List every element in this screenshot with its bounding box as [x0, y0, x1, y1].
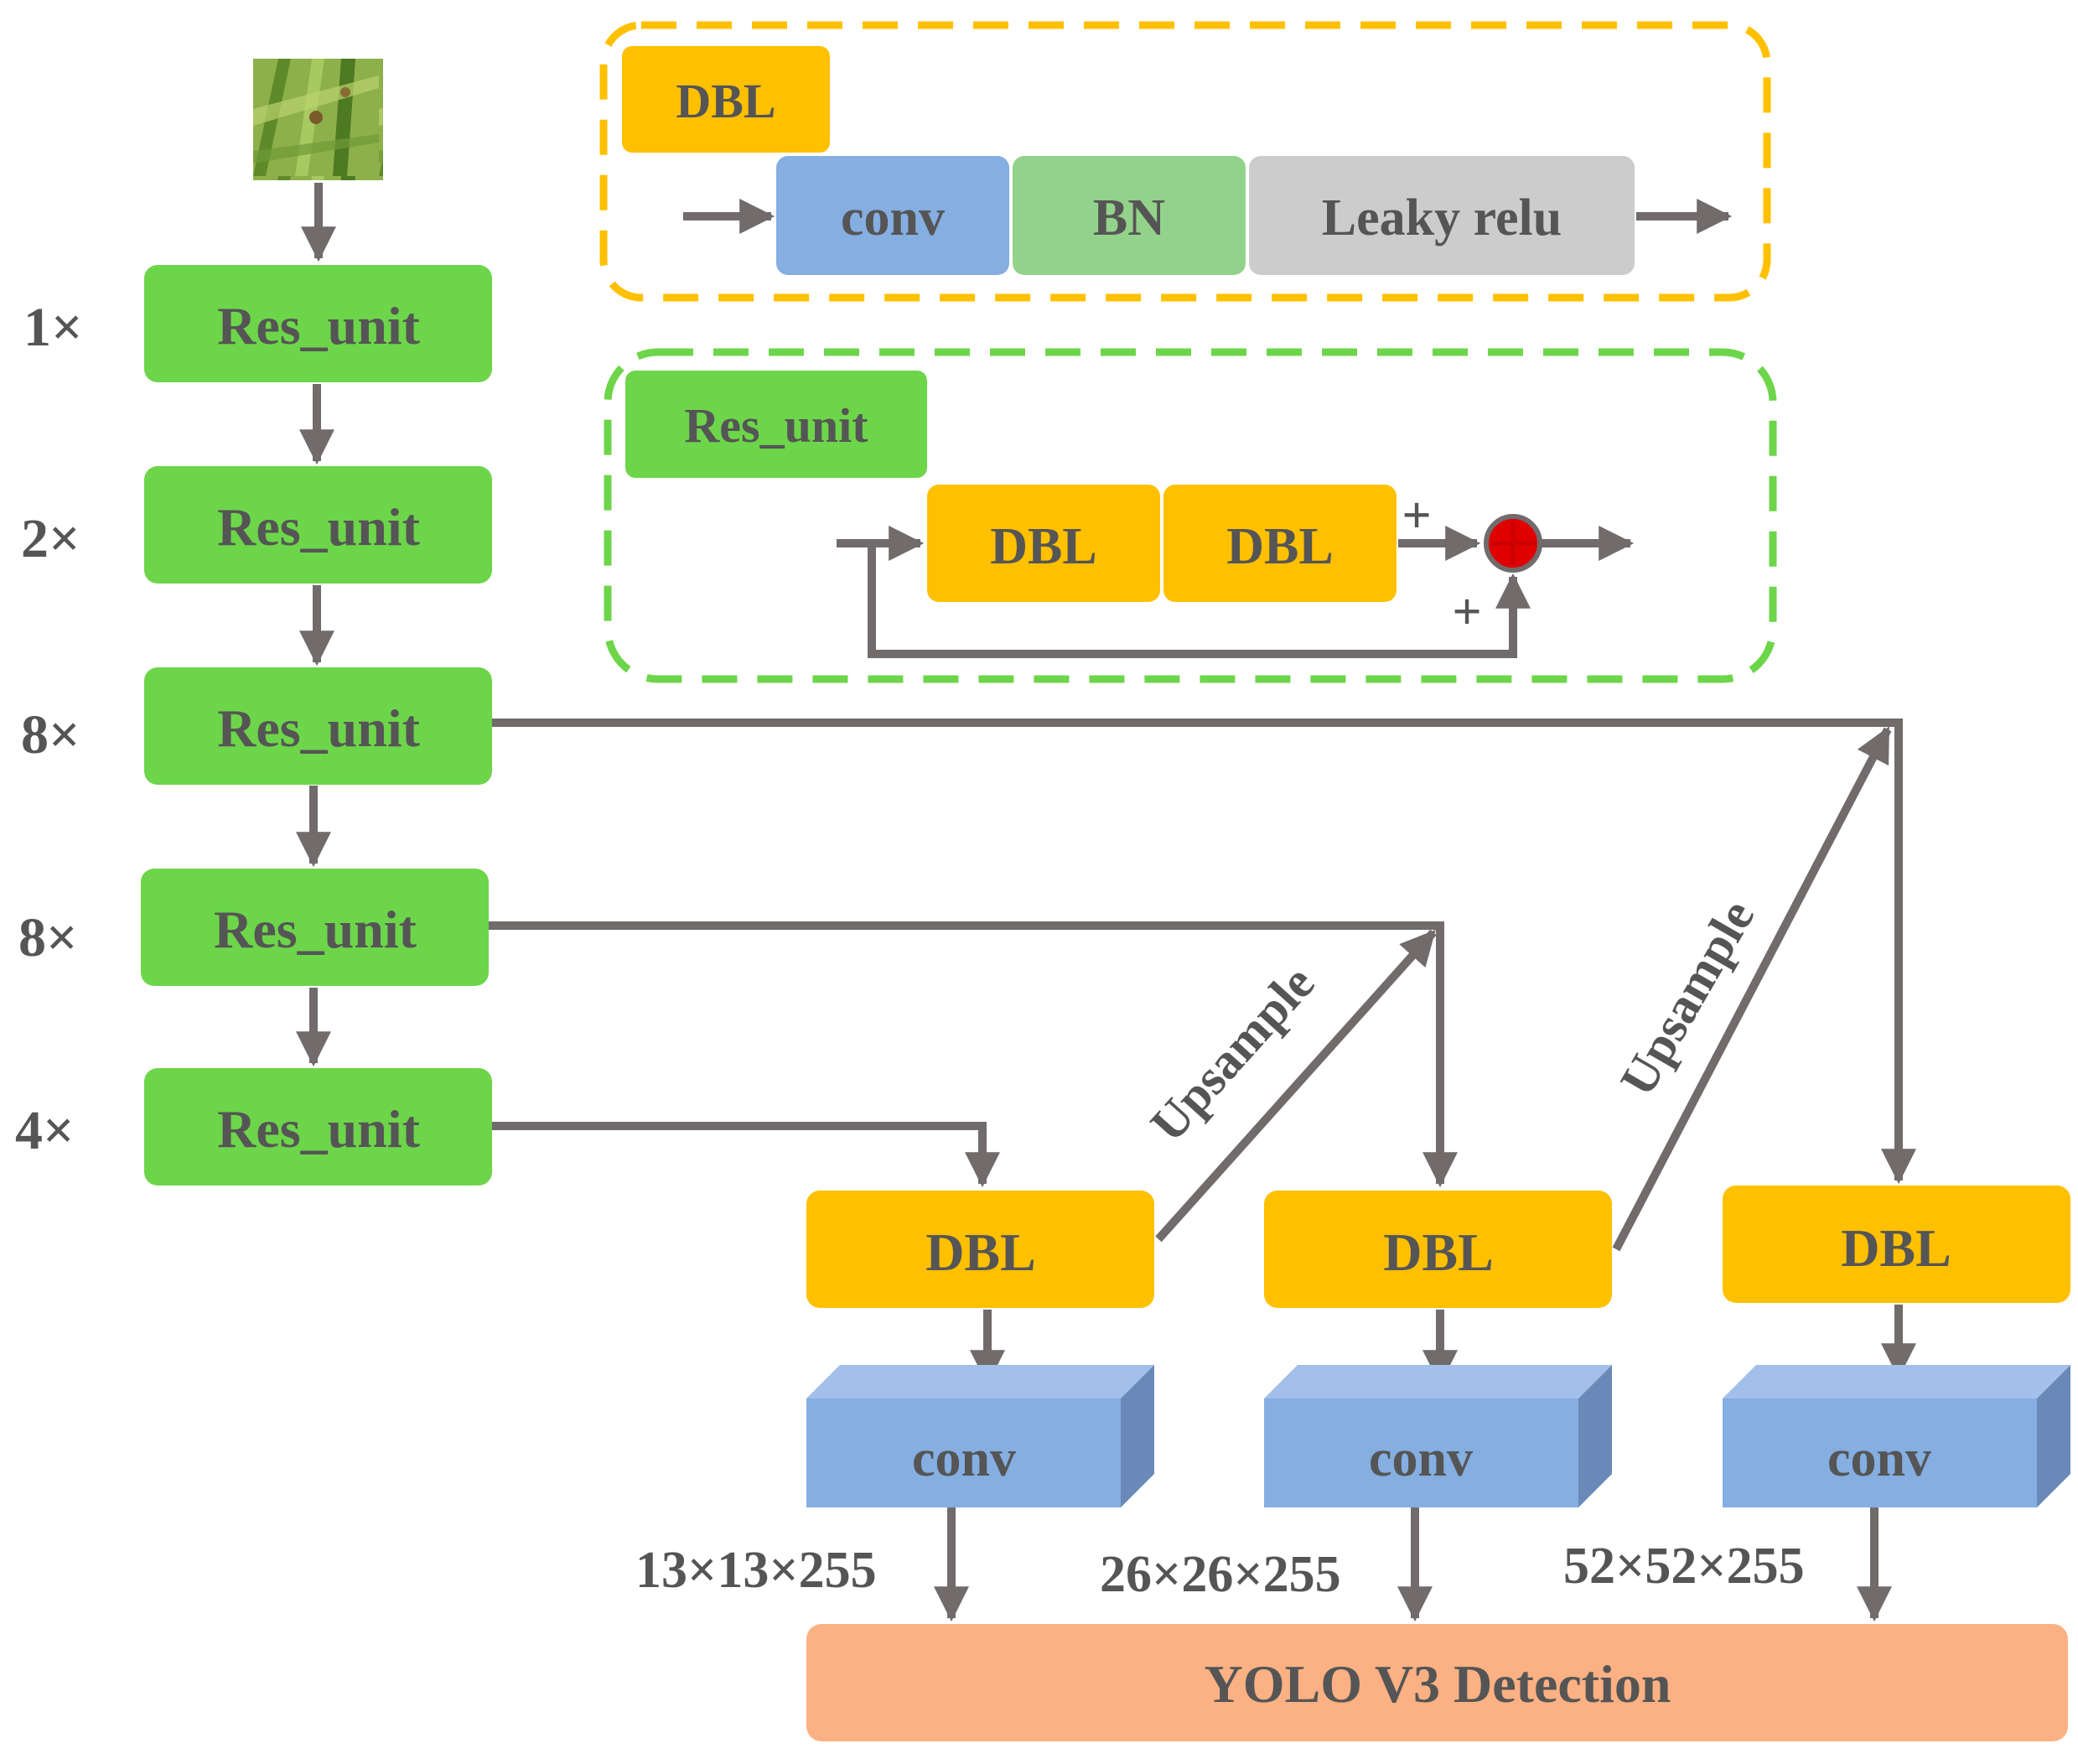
res-unit-label: Res_unit	[217, 1099, 421, 1159]
detection-label: YOLO V3 Detection	[1205, 1654, 1671, 1714]
input-leaf-image	[253, 59, 383, 180]
backbone: 1× Res_unit 2× Res_unit 8× Res_unit 8× R…	[15, 265, 492, 1186]
multiplier-label: 4×	[15, 1100, 75, 1161]
backbone-unit-3: 8× Res_unit	[21, 667, 492, 785]
res-legend-dbl-1: DBL	[990, 518, 1096, 575]
head-2: DBL conv 26×26×255	[1100, 1191, 1612, 1603]
dbl-legend-bn: BN	[1093, 189, 1165, 246]
head-conv-label: conv	[912, 1430, 1016, 1487]
res-unit-label: Res_unit	[214, 900, 417, 959]
head-dbl-label: DBL	[925, 1222, 1036, 1282]
head-conv-label: conv	[1369, 1430, 1473, 1487]
backbone-unit-2: 2× Res_unit	[21, 466, 492, 584]
res-unit-legend: Res_unit DBL DBL + +	[604, 348, 1777, 683]
res-legend-title: Res_unit	[684, 398, 868, 453]
head-1: DBL conv 13×13×255	[635, 1191, 1154, 1599]
head-dbl-label: DBL	[1841, 1218, 1951, 1278]
dbl-legend-title: DBL	[676, 74, 775, 128]
plus-sign-top: +	[1402, 487, 1431, 544]
backbone-arrows	[296, 183, 336, 1067]
output-size-label: 26×26×255	[1100, 1546, 1341, 1603]
head-conv-label: conv	[1827, 1430, 1931, 1487]
res-legend-dbl-2: DBL	[1226, 518, 1333, 575]
multiplier-label: 2×	[21, 508, 80, 569]
dbl-legend-relu: Leaky relu	[1322, 189, 1562, 246]
res-unit-label: Res_unit	[217, 497, 421, 557]
multiplier-label: 8×	[21, 704, 80, 765]
connector-arrows	[489, 719, 1916, 1622]
backbone-unit-1: 1× Res_unit	[23, 265, 492, 382]
dbl-legend: DBL conv BN Leaky relu	[599, 21, 1771, 302]
backbone-unit-5: 4× Res_unit	[15, 1068, 492, 1186]
head-3: DBL conv 52×52×255	[1563, 1186, 2070, 1595]
output-size-label: 13×13×255	[635, 1542, 877, 1599]
multiplier-label: 8×	[18, 907, 78, 968]
dbl-legend-conv: conv	[841, 189, 945, 246]
head-dbl-label: DBL	[1383, 1222, 1494, 1282]
upsample-label-1: Upsample	[1140, 955, 1325, 1152]
res-unit-label: Res_unit	[217, 698, 421, 758]
output-size-label: 52×52×255	[1563, 1538, 1805, 1595]
yolo-detection: YOLO V3 Detection	[806, 1624, 2068, 1741]
upsample-label-2: Upsample	[1609, 890, 1765, 1104]
multiplier-label: 1×	[23, 297, 83, 358]
plus-sign-bottom: +	[1452, 584, 1481, 641]
res-unit-label: Res_unit	[217, 296, 421, 355]
backbone-unit-4: 8× Res_unit	[18, 869, 489, 986]
